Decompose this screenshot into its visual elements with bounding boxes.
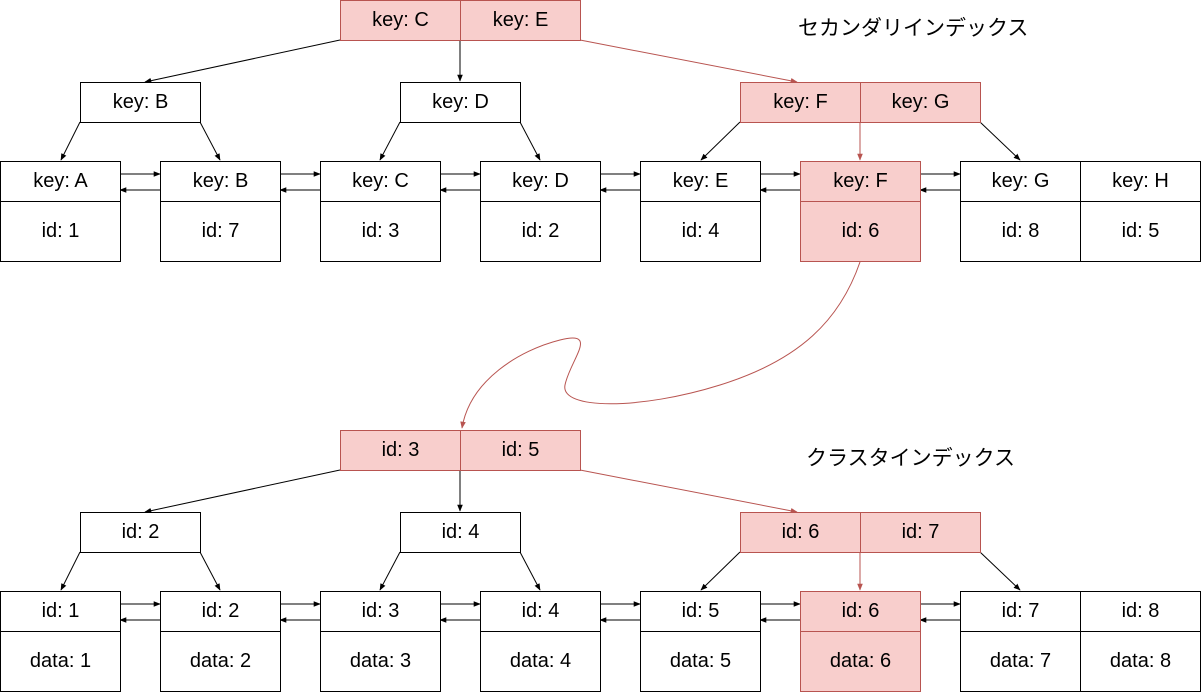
secondary-leaf-value: id: 7 <box>160 201 281 262</box>
tree-edge-arrow <box>700 121 741 161</box>
clustered-leaf-key: id: 5 <box>640 591 761 632</box>
tree-edge-arrow <box>979 551 1021 591</box>
clustered-leaf-key: id: 2 <box>160 591 281 632</box>
clustered-leaf-key: id: 7 <box>960 591 1081 632</box>
clustered-leaf-key: id: 4 <box>480 591 601 632</box>
clustered-leaf-data: data: 3 <box>320 631 441 692</box>
secondary-leaf-key: key: A <box>0 161 121 202</box>
secondary-leaf-value: id: 3 <box>320 201 441 262</box>
search-path-arrow <box>579 39 798 84</box>
clustered-inner-node-1: id: 2 <box>80 512 201 553</box>
clustered-leaf-data: data: 5 <box>640 631 761 692</box>
secondary-leaf-key: key: D <box>480 161 601 202</box>
secondary-leaf-key: key: H <box>1080 161 1201 202</box>
secondary-leaf-key: key: G <box>960 161 1081 202</box>
clustered-inner-node-2: id: 4 <box>400 512 521 553</box>
clustered-index-title: クラスタインデックス <box>806 446 1015 470</box>
secondary-leaf-key-highlighted: key: F <box>800 161 921 202</box>
tree-edge-arrow <box>379 121 401 161</box>
tree-edge-arrow <box>379 551 401 591</box>
secondary-leaf-value: id: 4 <box>640 201 761 262</box>
clustered-root-key-1: id: 3 <box>340 430 461 471</box>
search-path-arrow <box>579 469 798 514</box>
secondary-inner-node-3-key-2: key: G <box>860 82 981 123</box>
secondary-inner-node-2: key: D <box>400 82 521 123</box>
clustered-leaf-key: id: 8 <box>1080 591 1201 632</box>
clustered-leaf-data: data: 2 <box>160 631 281 692</box>
tree-edge-arrow <box>700 551 741 591</box>
secondary-leaf-key: key: C <box>320 161 441 202</box>
clustered-leaf-key: id: 3 <box>320 591 441 632</box>
secondary-leaf-value-highlighted: id: 6 <box>800 201 921 262</box>
clustered-leaf-data-highlighted: data: 6 <box>800 631 921 692</box>
secondary-leaf-key: key: E <box>640 161 761 202</box>
tree-edge-arrow <box>519 121 541 161</box>
lookup-curve-arrow <box>460 261 861 429</box>
clustered-root-key-2: id: 5 <box>460 430 581 471</box>
secondary-index-title: セカンダリインデックス <box>798 16 1029 40</box>
tree-edge-arrow <box>199 121 221 161</box>
tree-edge-arrow <box>519 551 541 591</box>
secondary-leaf-value: id: 5 <box>1080 201 1201 262</box>
secondary-inner-node-3-key-1: key: F <box>740 82 861 123</box>
clustered-leaf-data: data: 7 <box>960 631 1081 692</box>
clustered-leaf-data: data: 8 <box>1080 631 1201 692</box>
tree-edge-arrow <box>979 121 1021 161</box>
clustered-leaf-key: id: 1 <box>0 591 121 632</box>
tree-edge-arrow <box>60 551 81 591</box>
secondary-leaf-value: id: 2 <box>480 201 601 262</box>
secondary-leaf-value: id: 8 <box>960 201 1081 262</box>
tree-edge-arrow <box>144 39 341 84</box>
secondary-leaf-key: key: B <box>160 161 281 202</box>
clustered-inner-node-3-key-2: id: 7 <box>860 512 981 553</box>
tree-edge-arrow <box>144 469 341 514</box>
secondary-leaf-value: id: 1 <box>0 201 121 262</box>
tree-edge-arrow <box>60 121 81 161</box>
clustered-leaf-data: data: 1 <box>0 631 121 692</box>
clustered-leaf-data: data: 4 <box>480 631 601 692</box>
clustered-leaf-key-highlighted: id: 6 <box>800 591 921 632</box>
secondary-inner-node-1: key: B <box>80 82 201 123</box>
secondary-root-key-1: key: C <box>340 0 461 41</box>
tree-edge-arrow <box>199 551 221 591</box>
clustered-inner-node-3-key-1: id: 6 <box>740 512 861 553</box>
secondary-root-key-2: key: E <box>460 0 581 41</box>
